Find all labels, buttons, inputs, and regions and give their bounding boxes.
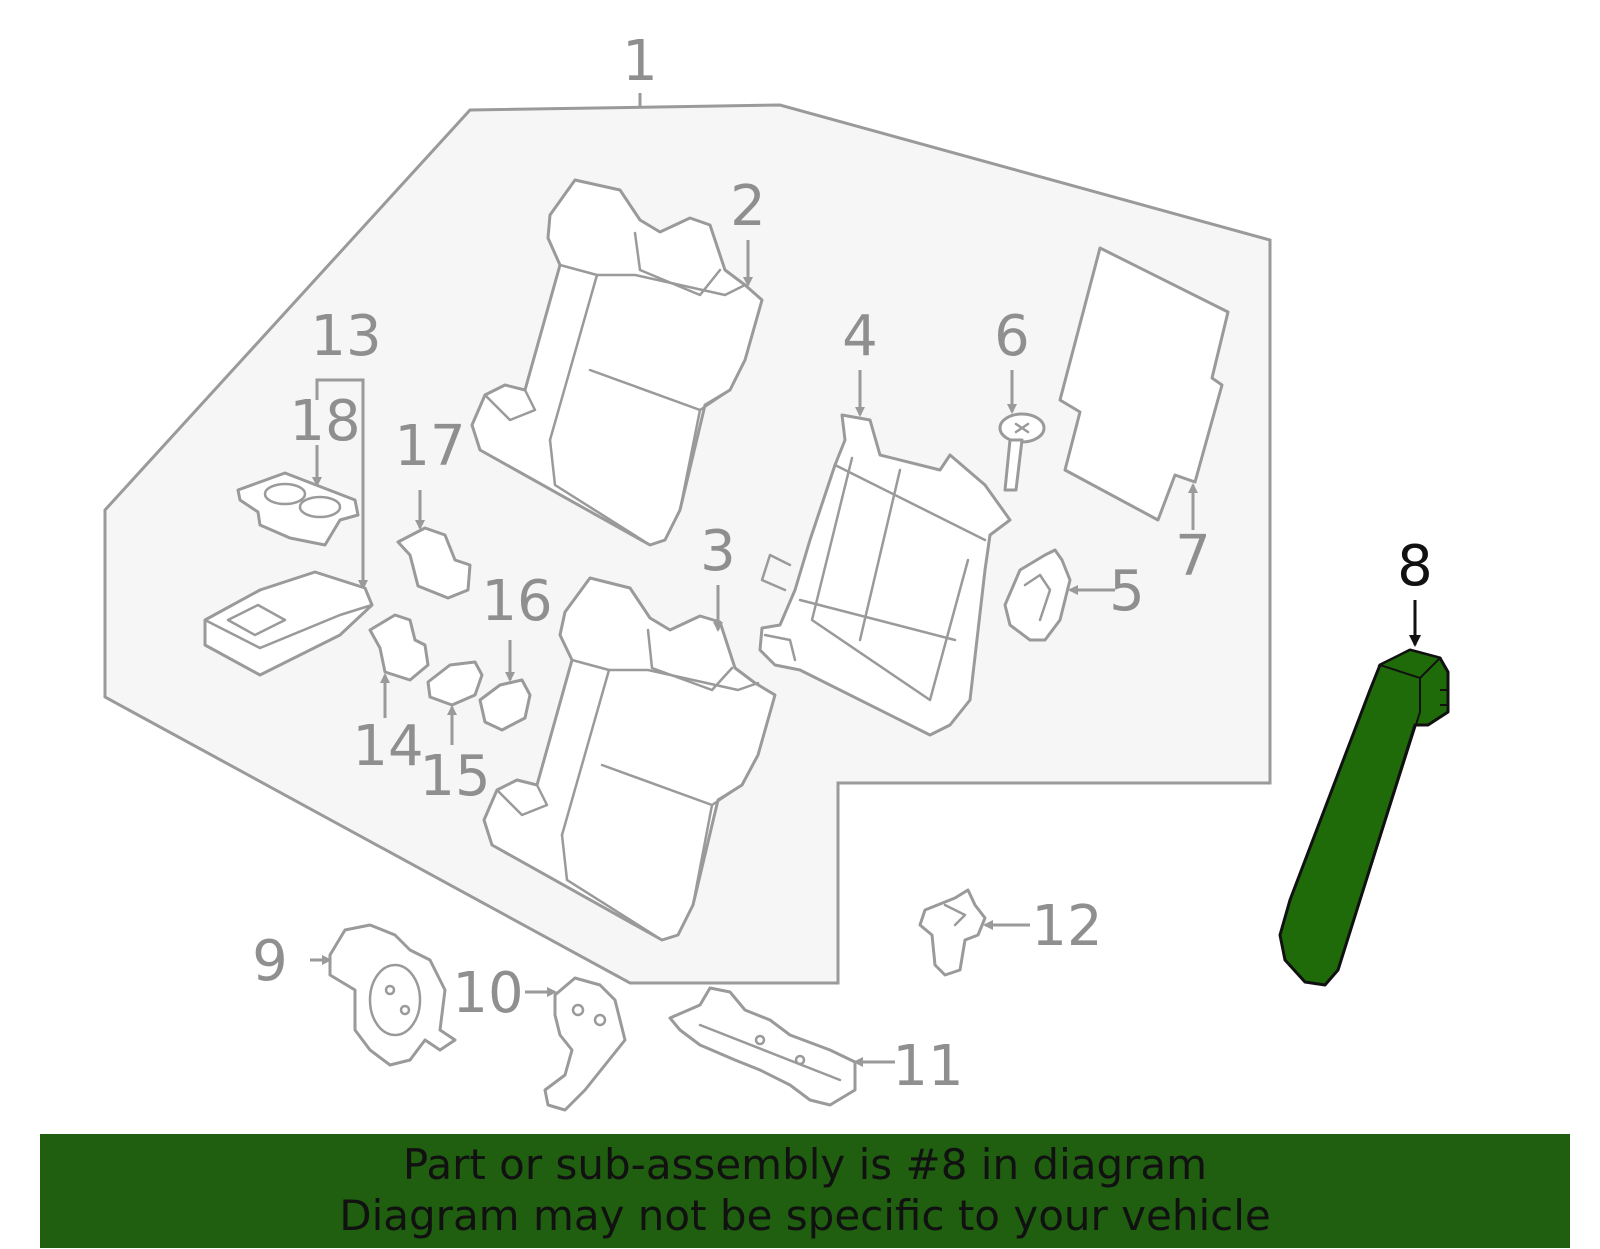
assembly-boundary [103,103,1272,985]
cap-15[interactable] [426,660,484,707]
seat-back-upper[interactable] [470,178,764,547]
callout-5: 5 [1109,559,1145,624]
banner-line-2: Diagram may not be specific to your vehi… [339,1191,1271,1240]
trim-piece-17[interactable] [396,526,472,600]
callout-7: 7 [1175,524,1211,589]
callout-4: 4 [842,304,878,369]
latch[interactable] [1003,548,1072,642]
banner-line-1: Part or sub-assembly is #8 in diagram [402,1140,1208,1189]
callout-3: 3 [700,519,736,584]
armrest[interactable] [1278,648,1450,987]
rail[interactable] [668,986,857,1107]
back-panel[interactable] [1058,246,1230,522]
leader-13 [315,378,368,590]
cap-16[interactable] [478,678,532,732]
callout-14: 14 [352,714,423,779]
seat-frame[interactable] [758,413,1012,737]
callout-17: 17 [394,414,465,479]
callout-12: 12 [1031,894,1102,959]
callout-1: 1 [622,29,658,94]
seat-back-lower[interactable] [482,576,777,942]
callout-8: 8 [1397,534,1433,599]
info-banner: Part or sub-assembly is #8 in diagram Di… [40,1134,1570,1248]
callout-9: 9 [252,929,288,994]
clip[interactable] [918,888,987,977]
hinge-bracket[interactable] [328,923,457,1067]
callout-6: 6 [994,304,1030,369]
trim-piece-14[interactable] [368,613,430,682]
callout-10: 10 [452,961,523,1026]
bolt[interactable] [998,412,1046,492]
bracket[interactable] [543,976,627,1112]
callout-11: 11 [892,1034,963,1099]
center-armrest[interactable] [203,570,374,677]
cup-holder[interactable] [236,471,360,547]
callout-13: 13 [310,304,381,369]
callout-15: 15 [419,744,490,809]
callout-18: 18 [289,389,360,454]
callout-2: 2 [730,174,766,239]
callout-16: 16 [481,569,552,634]
